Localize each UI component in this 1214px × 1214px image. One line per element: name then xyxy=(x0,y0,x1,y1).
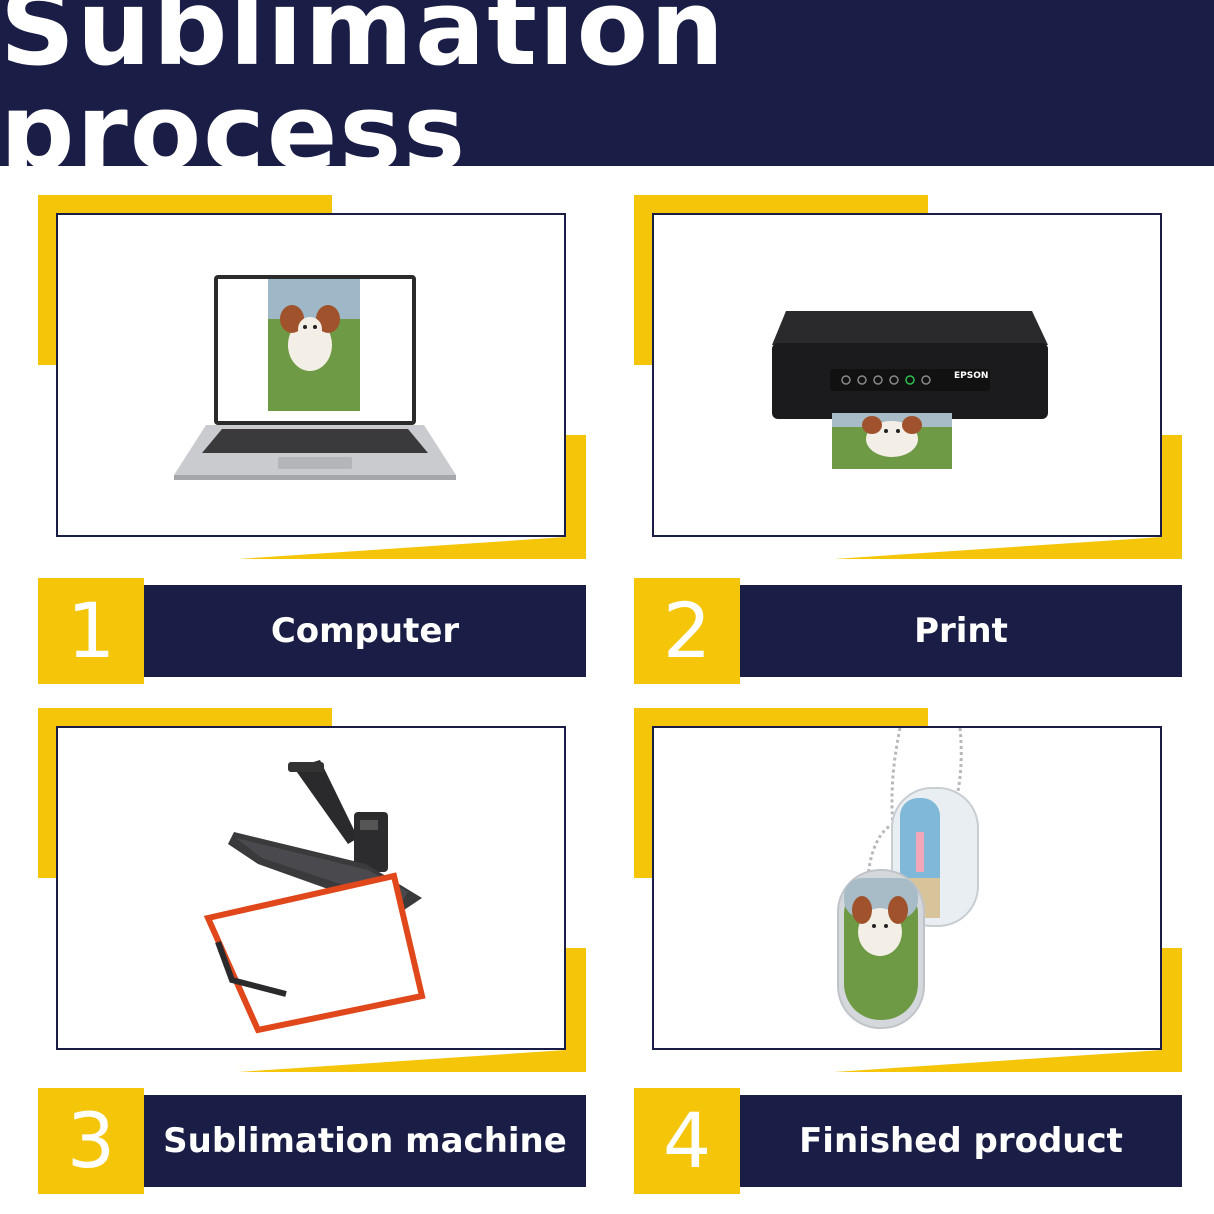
yellow-corner-decoration xyxy=(38,195,586,559)
image-frame xyxy=(652,726,1162,1050)
step-3-image-panel xyxy=(38,708,586,1072)
step-label: Finished product xyxy=(799,1121,1123,1161)
step-2-label-bar: 2 Print xyxy=(634,578,1182,684)
step-number-badge: 3 xyxy=(38,1088,144,1194)
header-banner: Sublimation process xyxy=(0,0,1214,184)
step-1-label-bar: 1 Computer xyxy=(38,578,586,684)
step-label: Print xyxy=(914,611,1008,651)
step-number-badge: 1 xyxy=(38,578,144,684)
step-label-box: Computer xyxy=(144,585,586,677)
step-3-label-bar: 3 Sublimation machine xyxy=(38,1088,586,1194)
step-label: Sublimation machine xyxy=(163,1121,567,1161)
image-frame xyxy=(56,213,566,537)
step-number: 4 xyxy=(662,1096,712,1185)
step-number: 2 xyxy=(662,586,712,675)
printer-brand: EPSON xyxy=(954,371,988,381)
step-1-image-panel xyxy=(38,195,586,559)
step-number-badge: 4 xyxy=(634,1088,740,1194)
step-label: Computer xyxy=(270,611,460,651)
step-number: 3 xyxy=(66,1096,116,1185)
step-label-box: Sublimation machine xyxy=(144,1095,586,1187)
step-4-image-panel xyxy=(634,708,1182,1072)
yellow-corner-decoration xyxy=(634,195,1182,559)
step-4-label-bar: 4 Finished product xyxy=(634,1088,1182,1194)
image-frame: EPSON xyxy=(652,213,1162,537)
step-2-image-panel: EPSON xyxy=(634,195,1182,559)
step-number: 1 xyxy=(66,586,116,675)
yellow-corner-decoration xyxy=(38,708,586,1072)
yellow-corner-decoration xyxy=(634,708,1182,1072)
laptop-icon xyxy=(174,275,456,480)
dog-tags-icon xyxy=(837,728,979,1029)
printer-icon: EPSON xyxy=(772,311,1048,469)
step-number-badge: 2 xyxy=(634,578,740,684)
heat-press-icon xyxy=(203,760,426,1034)
page-title: Sublimation process xyxy=(0,0,727,193)
image-frame xyxy=(56,726,566,1050)
step-label-box: Print xyxy=(740,585,1182,677)
step-label-box: Finished product xyxy=(740,1095,1182,1187)
